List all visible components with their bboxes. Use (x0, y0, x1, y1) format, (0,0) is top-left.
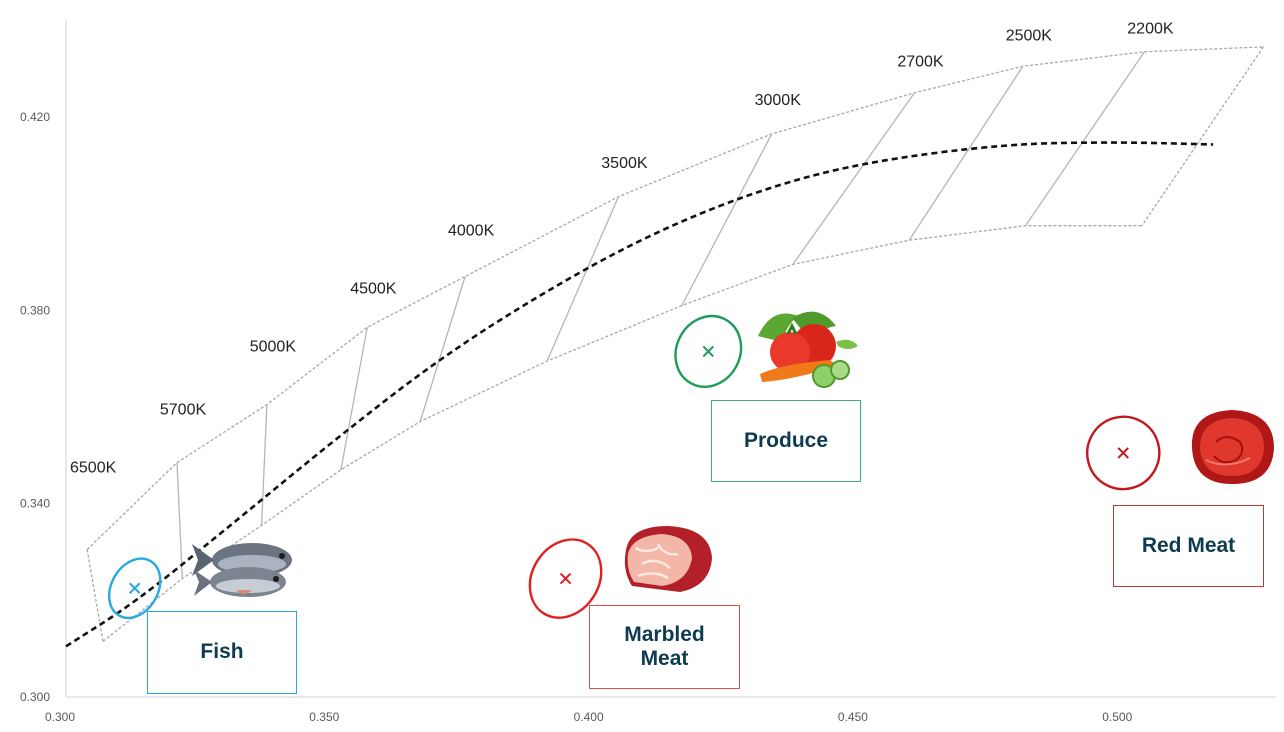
cct-label: 5000K (250, 338, 297, 355)
cct-upper-boundary (86, 46, 1264, 551)
cct-label: 4500K (350, 280, 397, 297)
cct-label: 2200K (1127, 20, 1174, 37)
produce-label: Produce (711, 400, 861, 482)
cct-isotherm-line (340, 327, 368, 470)
cct-isotherm-line (419, 276, 466, 422)
red-meat-ellipse (1086, 415, 1161, 491)
red-meat-marker-stroke (1117, 447, 1129, 459)
vegetables-icon (758, 311, 858, 388)
cct-isotherm-line (260, 404, 268, 526)
y-tick-label: 0.300 (20, 690, 50, 704)
y-tick-label: 0.380 (20, 303, 50, 317)
cct-label: 3500K (601, 155, 648, 172)
cct-isotherm-line (176, 462, 183, 579)
cct-label: 2500K (1006, 28, 1053, 45)
y-tick-label: 0.420 (20, 110, 50, 124)
produce-marker (702, 345, 714, 358)
marbled-meat-marker-stroke (559, 572, 572, 585)
x-tick-label: 0.300 (45, 710, 75, 724)
fish-ellipse (107, 557, 162, 620)
marbled-meat-icon (624, 526, 712, 592)
y-tick-label: 0.340 (20, 497, 50, 511)
cct-labels: 6500K 5700K 5000K 4500K 4000K 3500K 3000K 2700K… (70, 20, 1174, 476)
red-meat-label: Red Meat (1113, 505, 1264, 587)
fish-icon (192, 543, 292, 597)
cct-isotherm-line (1024, 51, 1145, 227)
cct-isotherm-line (792, 92, 915, 265)
axes: 0.300 0.350 0.400 0.450 0.500 0.300 0.340 0.380… (20, 20, 1276, 724)
cct-isotherm-line (1141, 46, 1264, 227)
x-tick-label: 0.350 (309, 710, 339, 724)
fish-label: Fish (147, 611, 297, 694)
x-tick-label: 0.450 (838, 710, 868, 724)
marbled-meat-marker (559, 572, 572, 585)
cct-isotherm-line (908, 65, 1024, 241)
cct-isotherm-line (681, 133, 773, 306)
produce-marker-stroke (702, 345, 714, 358)
cct-isotherm-line (546, 196, 620, 362)
cct-label: 6500K (70, 459, 117, 476)
cct-label: 2700K (897, 53, 944, 70)
cct-isotherm-line (86, 549, 104, 642)
x-tick-label: 0.400 (574, 710, 604, 724)
cct-label: 5700K (160, 401, 207, 418)
marbled-meat-label: Marbled Meat (589, 605, 740, 689)
blackbody-locus (65, 141, 1214, 648)
cct-label: 4000K (448, 222, 495, 239)
red-meat-icon (1191, 410, 1274, 484)
marbled-meat-ellipse (528, 538, 603, 619)
food-points (107, 314, 1161, 620)
fish-marker (129, 582, 141, 594)
fish-marker-stroke (129, 582, 141, 594)
red-meat-marker (1117, 447, 1129, 459)
blackbody-locus-group (65, 141, 1214, 648)
x-tick-label: 0.500 (1102, 710, 1132, 724)
produce-ellipse (674, 314, 743, 388)
cct-label: 3000K (755, 92, 802, 109)
cct-bands (86, 46, 1264, 642)
